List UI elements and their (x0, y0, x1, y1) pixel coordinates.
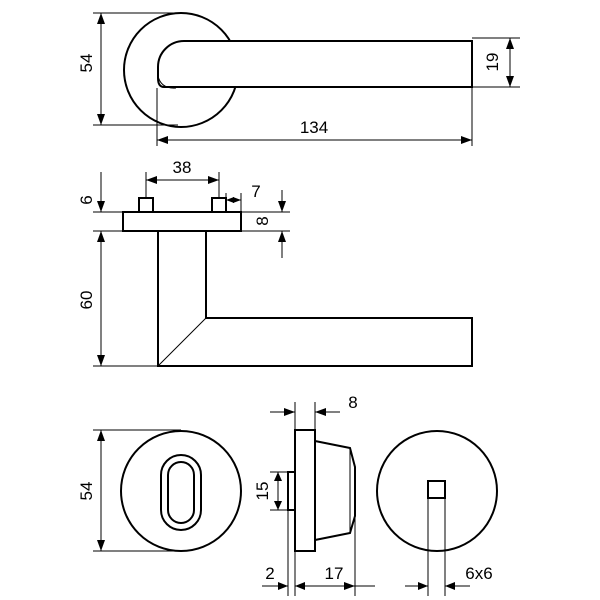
dim-pin-height-label: 8 (253, 216, 272, 225)
dim-escutcheon-depth-label: 8 (348, 393, 357, 412)
back-rose-view: 6x6 (376, 430, 498, 596)
dim-escutcheon-diameter: 54 (77, 429, 181, 552)
side-view: 38 6 7 8 (77, 158, 473, 367)
dim-rose-thickness-label: 6 (77, 195, 96, 204)
turn-knob-inner (167, 461, 195, 524)
turn-knob-side (287, 471, 296, 511)
dim-escutcheon-depth: 8 (270, 393, 358, 430)
dim-rose-thickness: 6 (77, 172, 123, 232)
dim-lever-length: 134 (156, 88, 473, 146)
lever-handle-top (157, 40, 473, 88)
dim-square-spindle: 6x6 (405, 498, 493, 596)
dim-lever-height: 19 (472, 37, 520, 88)
dim-rose-diameter: 54 (77, 12, 178, 126)
dim-lever-projection-label: 60 (77, 291, 96, 310)
dim-lever-projection: 60 (77, 231, 157, 367)
escutcheon-plate-side (294, 429, 316, 552)
escutcheon-side-view: 8 15 2 17 (253, 393, 375, 596)
pin-left (138, 197, 154, 213)
dim-pin-height: 8 (241, 190, 290, 258)
dim-turn-length-label: 17 (325, 564, 344, 583)
lever-handle-side (157, 230, 473, 367)
square-spindle-hole (427, 480, 446, 499)
lever-return-edge (157, 75, 177, 89)
dim-turn-height: 15 (253, 471, 288, 511)
dim-pin-width-label: 7 (251, 182, 260, 201)
lever-bend-line (157, 317, 207, 367)
escutcheon-front-view: 54 (77, 429, 242, 552)
dim-square-spindle-label: 6x6 (465, 564, 492, 583)
dim-lever-length-label: 134 (300, 118, 328, 137)
dim-lever-height-label: 19 (483, 53, 502, 72)
dim-spindle-distance-label: 38 (173, 158, 192, 177)
dim-turn-length: 17 (315, 516, 375, 596)
rose-side (122, 211, 242, 232)
dim-spindle-distance: 38 (145, 158, 220, 198)
pin-right (211, 197, 227, 213)
escutcheon-body-side (314, 439, 356, 542)
dim-turn-height-label: 15 (253, 482, 272, 501)
top-view: 54 19 134 (77, 12, 520, 146)
dim-pin-width: 7 (225, 182, 261, 212)
dim-escutcheon-diameter-label: 54 (77, 482, 96, 501)
dim-turn-offset-label: 2 (265, 564, 274, 583)
dim-rose-diameter-label: 54 (77, 54, 96, 73)
dim-turn-offset: 2 (262, 510, 315, 596)
